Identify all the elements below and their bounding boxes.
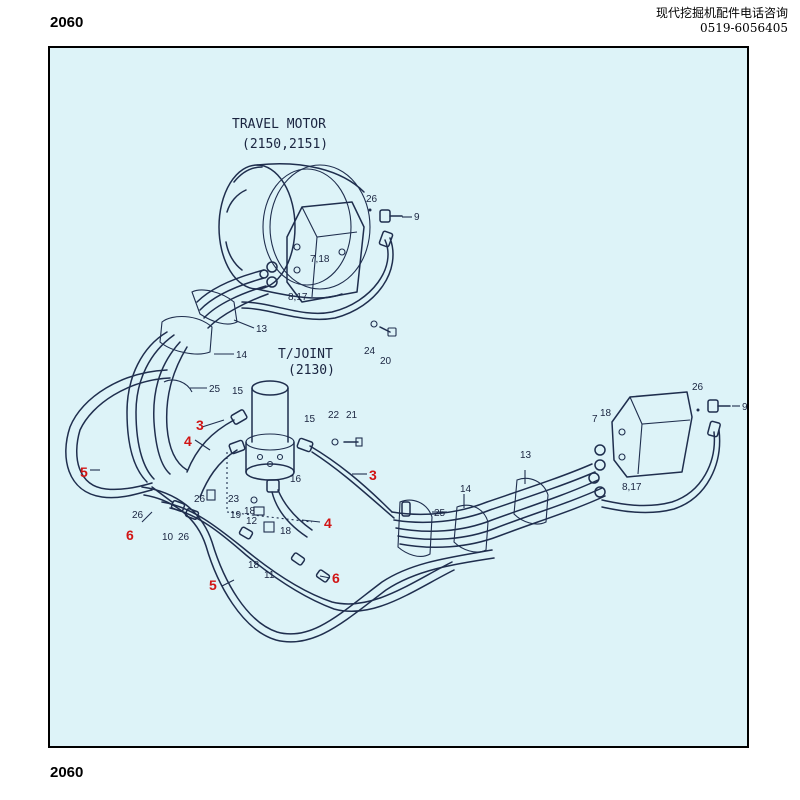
part-label: 26 xyxy=(366,194,378,205)
hose-label: 5 xyxy=(80,464,88,480)
part-label: 20 xyxy=(380,356,392,367)
part-label: 7,18 xyxy=(310,254,330,265)
hose-label: 3 xyxy=(196,417,204,433)
hose-label: 3 xyxy=(369,467,377,483)
part-label: 15 xyxy=(232,386,244,397)
part-label: 26 xyxy=(132,510,144,521)
contact-text: 现代挖掘机配件电话咨询 xyxy=(655,6,788,20)
hose-label: 6 xyxy=(126,527,134,543)
turning-joint-ref: (2130) xyxy=(288,363,335,378)
part-label: 12 xyxy=(246,516,258,527)
travel-motor-drawing xyxy=(218,162,403,337)
turning-joint-label: T/JOINT xyxy=(278,347,333,362)
hose-label: 4 xyxy=(324,515,332,531)
part-label: 26 xyxy=(178,532,190,543)
part-label: 18 xyxy=(600,408,612,419)
part-label: 14 xyxy=(460,484,472,495)
hose-label: 5 xyxy=(209,577,217,593)
leader-lines xyxy=(90,216,740,587)
part-label: 22 xyxy=(328,410,340,421)
part-label: 19 xyxy=(230,510,242,521)
lower-hoses xyxy=(141,486,495,643)
part-label: 8,17 xyxy=(622,482,642,493)
diagram-frame: TRAVEL MOTOR (2150,2151) T/JOINT (2130) … xyxy=(48,46,749,748)
turning-joint-drawing xyxy=(186,380,395,538)
hydraulic-hose-diagram: TRAVEL MOTOR (2150,2151) T/JOINT (2130) … xyxy=(65,117,748,643)
page-number-top: 2060 xyxy=(50,14,84,31)
travel-motor-ref: (2150,2151) xyxy=(242,137,328,152)
left-hose-bundle xyxy=(65,269,269,499)
part-label: 8,17 xyxy=(288,292,308,303)
page-number-bottom: 2060 xyxy=(50,764,84,781)
part-label: 7 xyxy=(592,414,598,425)
part-label: 15 xyxy=(304,414,316,425)
part-label: 10 xyxy=(162,532,174,543)
part-label: 13 xyxy=(520,450,532,461)
part-label: 26 xyxy=(194,494,206,505)
hose-label: 6 xyxy=(332,570,340,586)
part-label: 18 xyxy=(280,526,292,537)
part-label: 21 xyxy=(346,410,358,421)
hose-label: 4 xyxy=(184,433,192,449)
part-label: 9 xyxy=(414,212,420,223)
part-label: 9 xyxy=(742,402,748,413)
part-label: 18 xyxy=(248,560,260,571)
part-label: 26 xyxy=(692,382,704,393)
part-label: 13 xyxy=(256,324,268,335)
part-label: 16 xyxy=(290,474,302,485)
part-label: 11 xyxy=(264,570,275,581)
travel-motor-label: TRAVEL MOTOR xyxy=(232,117,326,132)
part-label: 18 xyxy=(244,506,256,517)
part-label: 14 xyxy=(236,350,248,361)
part-label: 25 xyxy=(434,508,446,519)
contact-phone: 0519-6056405 xyxy=(699,21,788,35)
part-label: 25 xyxy=(209,384,221,395)
right-hose-bundle xyxy=(391,391,731,557)
part-label: 24 xyxy=(364,346,376,357)
part-label: 23 xyxy=(228,494,240,505)
